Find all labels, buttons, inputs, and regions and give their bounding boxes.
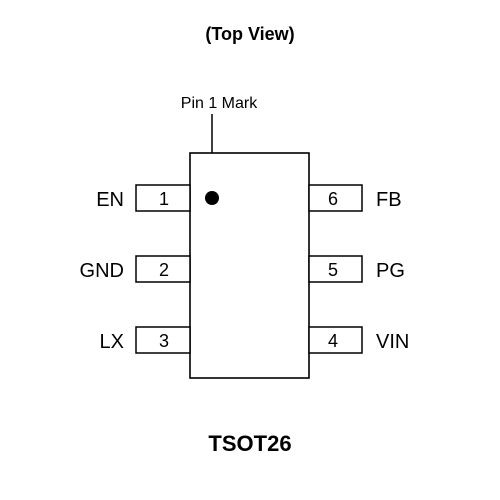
pin-pad-6	[308, 184, 363, 212]
view-title: (Top View)	[205, 24, 294, 44]
pin-number-3: 3	[159, 331, 169, 351]
pin-name-en: EN	[96, 189, 124, 211]
pin-name-vin: VIN	[376, 331, 409, 353]
pin-pad-1	[135, 184, 191, 212]
pin-name-lx: LX	[100, 331, 124, 353]
pin-pad-2	[135, 255, 191, 283]
pin-name-fb: FB	[376, 189, 402, 211]
pin1-dot	[205, 191, 219, 205]
pin-number-6: 6	[328, 189, 338, 209]
pin-pad-5	[308, 255, 363, 283]
pin-pad-4	[308, 326, 363, 354]
pin1-mark-label: Pin 1 Mark	[181, 95, 258, 112]
pin-name-gnd: GND	[80, 260, 124, 282]
pin-number-5: 5	[328, 260, 338, 280]
pin-number-1: 1	[159, 189, 169, 209]
pin-pad-3	[135, 326, 191, 354]
package-body	[189, 152, 310, 379]
left-pins: 1 EN 2 GND 3 LX	[80, 184, 191, 354]
package-name: TSOT26	[208, 431, 291, 456]
pin-name-pg: PG	[376, 260, 405, 282]
pin-number-4: 4	[328, 331, 338, 351]
pin-number-2: 2	[159, 260, 169, 280]
right-pins: 6 FB 5 PG 4 VIN	[308, 184, 409, 354]
